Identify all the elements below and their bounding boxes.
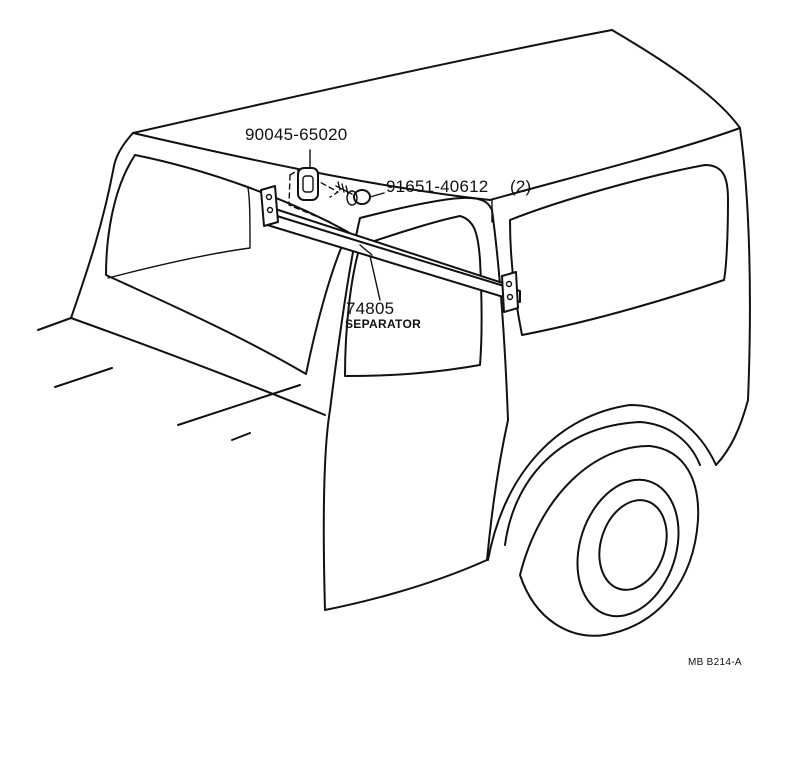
cushion-part [297, 167, 319, 201]
bolt-quantity: (2) [510, 177, 532, 196]
diagram-code: MB B214-A [688, 657, 742, 668]
side-window [509, 164, 729, 336]
bolt-part-number: 91651-40612 [386, 177, 489, 196]
leader-separator [369, 255, 381, 301]
rear-wheel [487, 404, 717, 637]
detail-outline-lower [288, 174, 331, 223]
body-outline [37, 127, 751, 466]
separator-bracket-left [260, 185, 279, 227]
separator-bracket-right [501, 271, 519, 313]
cushion-part-number: 90045-65020 [245, 125, 348, 144]
separator-part-name: SEPARATOR [345, 317, 422, 331]
separator-bar [263, 205, 521, 303]
bolt-part [335, 181, 371, 206]
separator-part-number: 74805 [346, 299, 395, 318]
leader-bolt [369, 192, 385, 198]
